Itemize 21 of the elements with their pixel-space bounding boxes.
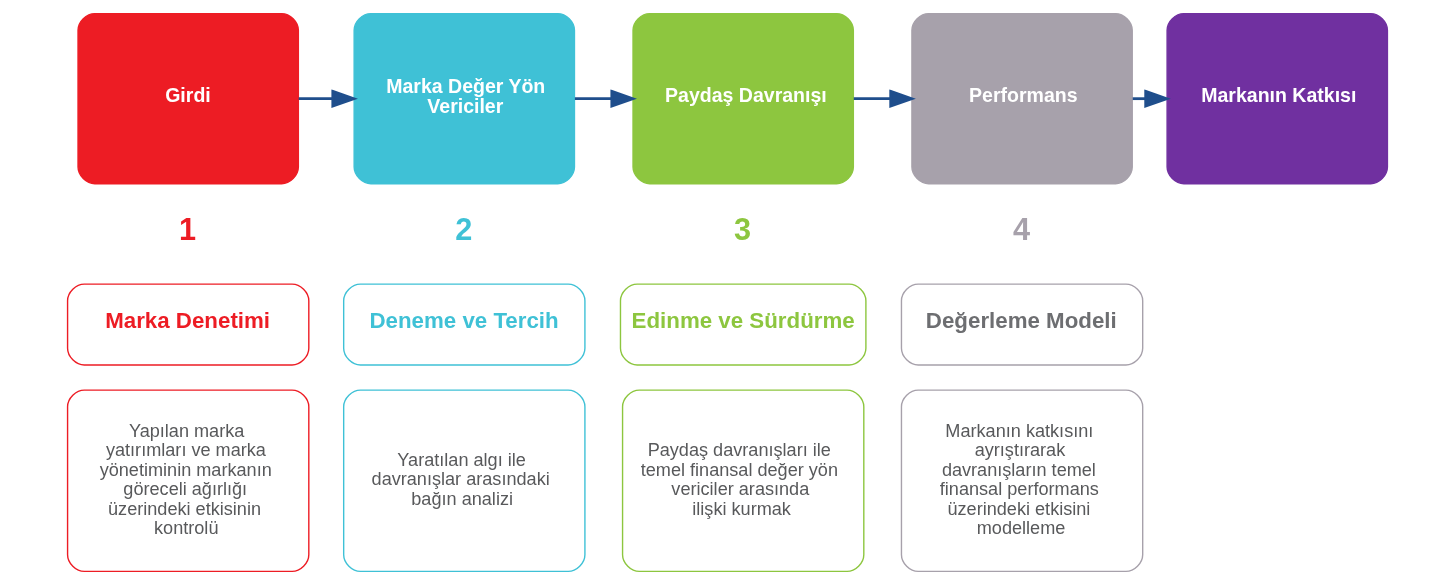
arrow <box>298 89 358 108</box>
arrow <box>853 89 916 108</box>
node-box: Deneme ve Tercih <box>343 283 586 366</box>
node-box: Markanın Katkısı <box>1166 12 1389 185</box>
node-box: Marka Denetimi <box>66 283 310 366</box>
node-box: Girdi <box>77 12 300 185</box>
node-box: Değerleme Modeli <box>900 283 1144 366</box>
node-box: Edinme ve Sürdürme <box>619 283 867 366</box>
node-box: Paydaş davranışları ile temel finansal değer yön vericiler arasında ilişki kurmak <box>621 389 865 573</box>
node-box: Markanın katkısını ayrıştırarak davranışların temel finansal performans üzerindeki etkisini modelleme <box>900 389 1144 573</box>
node-box: Yaratılan algı ile davranışlar arasındaki bağın analizi <box>343 389 586 573</box>
label: 2 <box>455 212 473 247</box>
node-box: Performans <box>911 12 1133 185</box>
label: 3 <box>734 212 752 247</box>
arrow <box>574 89 637 108</box>
node-box: Yapılan marka yatırımları ve marka yönetiminin markanın göreceli ağırlığı üzerindeki etkisinin kontrolü <box>66 389 310 573</box>
label: 4 <box>1013 212 1031 247</box>
node-box: Marka Değer Yön Vericiler <box>353 12 576 185</box>
label: 1 <box>179 212 197 247</box>
node-box: Paydaş Davranışı <box>632 12 855 185</box>
arrow <box>1132 89 1171 108</box>
